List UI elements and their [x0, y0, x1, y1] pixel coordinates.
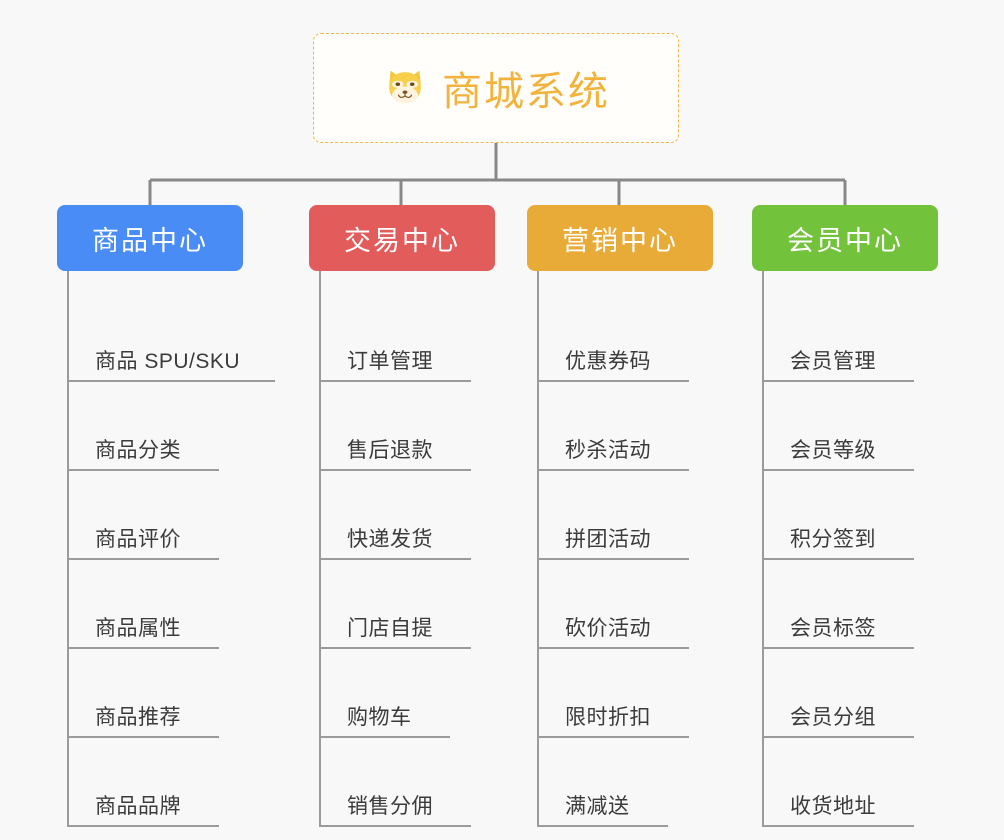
leaf-underline	[319, 380, 471, 382]
leaf-label: 快递发货	[347, 528, 433, 551]
branch-header-member-center[interactable]: 会员中心	[752, 205, 938, 271]
branch-title: 营销中心	[562, 225, 678, 256]
leaf-underline	[67, 647, 219, 649]
leaf-item[interactable]: 订单管理	[309, 293, 495, 382]
branch-trunk-line	[67, 271, 69, 827]
leaf-item[interactable]: 会员标签	[752, 560, 938, 649]
branch-product-center: 商品中心 商品 SPU/SKU 商品分类 商品评价 商品属性 商品推荐	[57, 205, 275, 827]
leaf-underline	[762, 647, 914, 649]
branch-trunk-line	[762, 271, 764, 827]
leaf-list-member-center: 会员管理 会员等级 积分签到 会员标签 会员分组 收货地址	[752, 271, 938, 827]
leaf-underline	[319, 558, 471, 560]
leaf-underline	[67, 558, 219, 560]
leaf-underline	[762, 558, 914, 560]
leaf-item[interactable]: 会员等级	[752, 382, 938, 471]
leaf-underline	[537, 647, 689, 649]
leaf-item[interactable]: 优惠券码	[527, 293, 713, 382]
leaf-label: 商品属性	[95, 617, 181, 640]
branch-title: 会员中心	[787, 225, 903, 256]
leaf-underline	[762, 825, 914, 827]
leaf-label: 商品推荐	[95, 706, 181, 729]
leaf-item[interactable]: 售后退款	[309, 382, 495, 471]
leaf-underline	[319, 469, 471, 471]
leaf-list-product-center: 商品 SPU/SKU 商品分类 商品评价 商品属性 商品推荐 商品品牌	[57, 271, 275, 827]
leaf-label: 会员标签	[790, 617, 876, 640]
leaf-label: 收货地址	[790, 795, 876, 818]
leaf-underline	[537, 736, 689, 738]
leaf-item[interactable]: 收货地址	[752, 738, 938, 827]
leaf-item[interactable]: 商品品牌	[57, 738, 243, 827]
leaf-label: 订单管理	[347, 350, 433, 373]
shiba-inu-icon	[382, 62, 428, 115]
leaf-label: 限时折扣	[565, 706, 651, 729]
leaf-label: 商品 SPU/SKU	[95, 350, 241, 373]
leaf-item[interactable]: 销售分佣	[309, 738, 495, 827]
leaf-item[interactable]: 会员分组	[752, 649, 938, 738]
leaf-underline	[67, 469, 219, 471]
leaf-underline	[319, 825, 471, 827]
leaf-underline	[762, 736, 914, 738]
leaf-item[interactable]: 门店自提	[309, 560, 495, 649]
leaf-item[interactable]: 拼团活动	[527, 471, 713, 560]
leaf-label: 满减送	[565, 795, 630, 818]
leaf-label: 会员管理	[790, 350, 876, 373]
branch-marketing-center: 营销中心 优惠券码 秒杀活动 拼团活动 砍价活动 限时折扣	[527, 205, 713, 827]
leaf-underline	[537, 469, 689, 471]
leaf-label: 会员等级	[790, 439, 876, 462]
leaf-label: 销售分佣	[347, 795, 433, 818]
leaf-item[interactable]: 商品推荐	[57, 649, 243, 738]
leaf-underline	[67, 736, 219, 738]
root-node[interactable]: 商城系统	[313, 33, 679, 143]
leaf-item[interactable]: 商品评价	[57, 471, 243, 560]
leaf-underline	[319, 736, 450, 738]
leaf-underline	[537, 825, 668, 827]
leaf-item[interactable]: 积分签到	[752, 471, 938, 560]
branch-trunk-line	[537, 271, 539, 827]
branch-header-product-center[interactable]: 商品中心	[57, 205, 243, 271]
leaf-item[interactable]: 满减送	[527, 738, 713, 827]
leaf-item[interactable]: 快递发货	[309, 471, 495, 560]
leaf-item[interactable]: 购物车	[309, 649, 495, 738]
leaf-item[interactable]: 商品分类	[57, 382, 243, 471]
leaf-list-marketing-center: 优惠券码 秒杀活动 拼团活动 砍价活动 限时折扣 满减送	[527, 271, 713, 827]
leaf-underline	[537, 380, 689, 382]
leaf-underline	[67, 380, 275, 382]
leaf-underline	[762, 469, 914, 471]
branch-title: 交易中心	[344, 225, 460, 256]
branch-member-center: 会员中心 会员管理 会员等级 积分签到 会员标签 会员分组	[752, 205, 938, 827]
leaf-underline	[67, 825, 219, 827]
leaf-item[interactable]: 商品属性	[57, 560, 243, 649]
leaf-underline	[537, 558, 689, 560]
leaf-list-trade-center: 订单管理 售后退款 快递发货 门店自提 购物车 销售分佣	[309, 271, 495, 827]
leaf-label: 商品评价	[95, 528, 181, 551]
leaf-item[interactable]: 砍价活动	[527, 560, 713, 649]
leaf-label: 拼团活动	[565, 528, 651, 551]
leaf-label: 会员分组	[790, 706, 876, 729]
leaf-label: 秒杀活动	[565, 439, 651, 462]
leaf-label: 门店自提	[347, 617, 433, 640]
branch-trunk-line	[319, 271, 321, 827]
leaf-label: 商品品牌	[95, 795, 181, 818]
leaf-item[interactable]: 秒杀活动	[527, 382, 713, 471]
leaf-label: 砍价活动	[565, 617, 651, 640]
branch-header-marketing-center[interactable]: 营销中心	[527, 205, 713, 271]
leaf-label: 商品分类	[95, 439, 181, 462]
branch-trade-center: 交易中心 订单管理 售后退款 快递发货 门店自提 购物车	[309, 205, 495, 827]
branch-title: 商品中心	[92, 225, 208, 256]
root-title: 商城系统	[442, 70, 610, 114]
leaf-label: 售后退款	[347, 439, 433, 462]
leaf-underline	[319, 647, 471, 649]
leaf-underline	[762, 380, 914, 382]
leaf-label: 优惠券码	[565, 350, 651, 373]
leaf-item[interactable]: 商品 SPU/SKU	[57, 293, 275, 382]
leaf-label: 购物车	[347, 706, 412, 729]
branch-header-trade-center[interactable]: 交易中心	[309, 205, 495, 271]
leaf-item[interactable]: 会员管理	[752, 293, 938, 382]
leaf-label: 积分签到	[790, 528, 876, 551]
leaf-item[interactable]: 限时折扣	[527, 649, 713, 738]
